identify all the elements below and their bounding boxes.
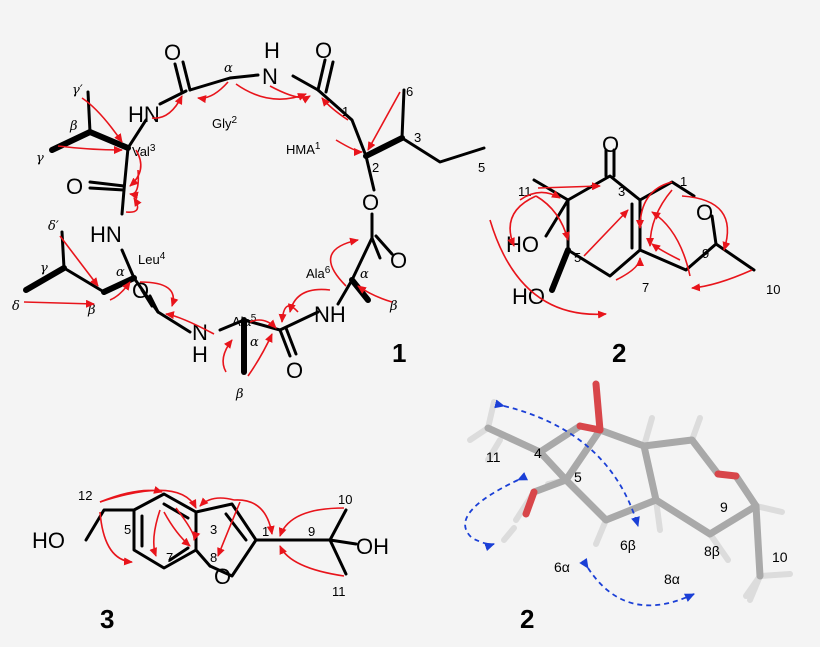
greek-label: δ bbox=[12, 299, 20, 314]
atom-o: O bbox=[132, 278, 149, 303]
atom-o: O bbox=[390, 248, 407, 273]
position-label: 11 bbox=[332, 584, 346, 599]
compound-2-hmbc-arrows bbox=[489, 181, 753, 319]
position-label: 7 bbox=[642, 280, 649, 295]
compound-3-hmbc-arrows bbox=[99, 486, 345, 577]
atom-o: O bbox=[286, 358, 303, 383]
compound-1-hmbc-arrows bbox=[23, 81, 401, 377]
position-label: 3 bbox=[210, 522, 217, 537]
residue-label-gly: Gly2 bbox=[212, 115, 238, 131]
atom-o: O bbox=[696, 200, 713, 225]
atom-label-c11: 11 bbox=[486, 449, 501, 465]
compound-3-number: 3 bbox=[100, 604, 114, 634]
position-label: 1 bbox=[680, 174, 687, 189]
atom-hn: HN bbox=[90, 222, 122, 247]
position-label: 1 bbox=[262, 524, 269, 539]
atom-n: N bbox=[262, 64, 278, 89]
greek-label: β bbox=[69, 119, 78, 134]
atom-o: O bbox=[214, 564, 231, 589]
greek-label: β bbox=[87, 303, 96, 318]
position-label: 9 bbox=[702, 246, 709, 261]
compound-1-structure: O H N O HN O HN O N H O NH O O Gly2 Val3… bbox=[12, 38, 486, 402]
residue-label-ala5: Ala5 bbox=[232, 313, 257, 329]
greek-label: α bbox=[116, 265, 125, 280]
atom-nh: NH bbox=[314, 302, 346, 327]
residue-label-leu: Leu4 bbox=[138, 251, 166, 267]
atom-ho: HO bbox=[32, 528, 65, 553]
atom-n: N bbox=[192, 320, 208, 345]
model-oxygen-tubes bbox=[522, 380, 740, 518]
atom-label-c9: 9 bbox=[720, 499, 728, 515]
atom-o: O bbox=[315, 38, 332, 63]
position-label: 5 bbox=[478, 160, 485, 175]
position-label: 5 bbox=[124, 522, 131, 537]
compound-2-number: 2 bbox=[612, 338, 626, 368]
hydrogen-label-8a: 8α bbox=[664, 571, 680, 587]
compound-3-position-labels: 1 3 5 7 8 9 10 11 12 bbox=[78, 488, 352, 599]
position-label: 7 bbox=[166, 550, 173, 565]
position-label: 1 bbox=[342, 104, 349, 119]
compound-2-bonds bbox=[532, 148, 756, 293]
greek-label: α bbox=[360, 267, 369, 282]
compound-1-position-labels: 1 2 3 5 6 bbox=[342, 84, 485, 175]
atom-h: H bbox=[264, 38, 280, 63]
position-label: 5 bbox=[574, 250, 581, 265]
atom-o: O bbox=[66, 174, 83, 199]
position-label: 3 bbox=[618, 184, 625, 199]
greek-label: β bbox=[389, 299, 398, 314]
atom-hn: HN bbox=[128, 102, 160, 127]
compound-1-atom-labels: O H N O HN O HN O N H O NH O O bbox=[66, 38, 407, 383]
hydrogen-label-8b: 8β bbox=[704, 543, 720, 559]
model-hydrogen-tubes bbox=[467, 399, 793, 603]
compound-3-bonds bbox=[84, 492, 358, 578]
position-label: 12 bbox=[78, 488, 92, 503]
compound-3-structure: HO OH O 1 3 5 7 8 9 10 11 12 bbox=[32, 486, 389, 634]
position-label: 3 bbox=[414, 130, 421, 145]
model-noesy-arrows bbox=[464, 399, 695, 607]
residue-label-hma: HMA1 bbox=[286, 141, 321, 157]
compound-1-bonds bbox=[23, 58, 486, 375]
position-label: 9 bbox=[308, 524, 315, 539]
compound-3-atom-labels: HO OH O bbox=[32, 528, 389, 589]
atom-label-c5: 5 bbox=[574, 469, 582, 485]
greek-label: γ bbox=[40, 261, 48, 276]
atom-oh: OH bbox=[356, 534, 389, 559]
compound-2-structure: O O HO HO 1 3 5 7 9 10 11 bbox=[489, 132, 780, 368]
hydrogen-label-6b: 6β bbox=[620, 537, 636, 553]
residue-label-val: Val3 bbox=[132, 143, 156, 159]
compound-1-number: 1 bbox=[392, 338, 406, 368]
atom-h: H bbox=[192, 342, 208, 367]
position-label: 6 bbox=[406, 84, 413, 99]
greek-label: γ′ bbox=[72, 83, 83, 98]
compound-2-atom-labels: O O HO HO bbox=[506, 132, 713, 309]
compound-2-3d-model: 4 5 9 10 11 6α 6β 8α 8β 2 bbox=[464, 380, 793, 634]
compound-1-greek-labels: α β γ γ′ α β γ δ δ′ α β α β bbox=[12, 61, 398, 402]
atom-label-c10: 10 bbox=[772, 549, 788, 565]
greek-label: β bbox=[235, 387, 244, 402]
greek-label: α bbox=[250, 335, 259, 350]
hydrogen-label-6a: 6α bbox=[554, 559, 570, 575]
compound-1-residue-labels: Gly2 Val3 Leu4 Ala5 Ala6 HMA1 bbox=[132, 115, 331, 329]
greek-label: γ bbox=[36, 151, 44, 166]
residue-label-ala6: Ala6 bbox=[306, 265, 331, 281]
position-label: 8 bbox=[210, 550, 217, 565]
position-label: 2 bbox=[372, 160, 379, 175]
position-label: 10 bbox=[766, 282, 780, 297]
atom-label-c4: 4 bbox=[534, 445, 542, 461]
compound-2-3d-number: 2 bbox=[520, 604, 534, 634]
atom-o: O bbox=[362, 190, 379, 215]
atom-o: O bbox=[164, 40, 181, 65]
atom-o: O bbox=[602, 132, 619, 157]
greek-label: δ′ bbox=[48, 219, 59, 234]
position-label: 10 bbox=[338, 492, 352, 507]
greek-label: α bbox=[224, 61, 233, 76]
